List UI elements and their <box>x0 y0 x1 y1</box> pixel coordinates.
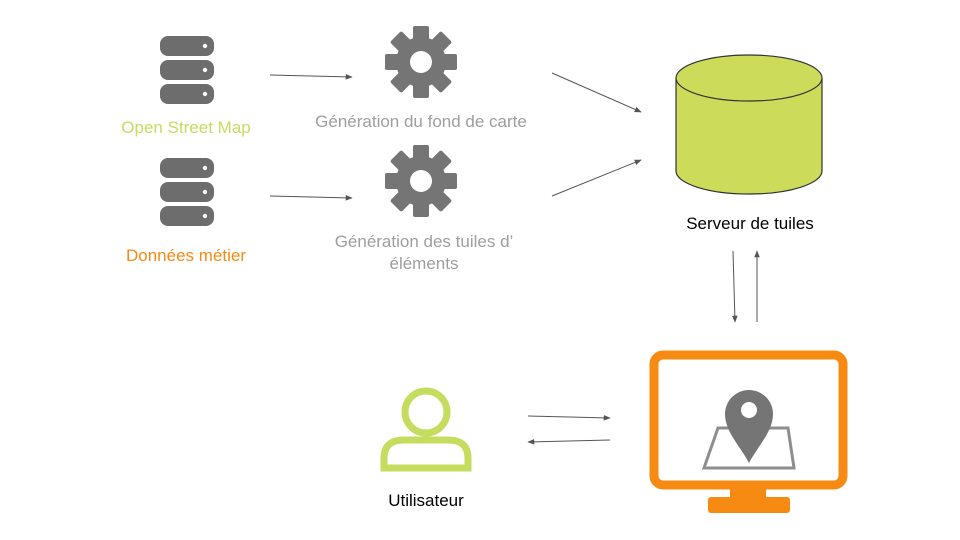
source-label-osm: Open Street Map <box>121 118 251 137</box>
arrow-business-to-tiles <box>269 195 353 201</box>
arrow-monitor-to-user <box>527 439 611 445</box>
arrow-server-to-monitor <box>732 250 738 323</box>
monitor-map-icon <box>649 350 848 513</box>
map-pin-icon <box>701 390 796 470</box>
user-icon <box>380 387 472 472</box>
user-label: Utilisateur <box>388 491 464 510</box>
database-icon-business <box>160 158 214 226</box>
process-label-tiles: Génération des tuiles d’ éléments <box>334 232 514 273</box>
process-label-basemap: Génération du fond de carte <box>315 112 527 131</box>
arrow-tiles-to-server <box>551 159 642 197</box>
gear-icon-tiles <box>385 145 457 217</box>
arrow-osm-to-basemap <box>269 74 353 80</box>
arrow-user-to-monitor <box>527 415 611 421</box>
server-label: Serveur de tuiles <box>686 214 814 233</box>
tile-server-cylinder-icon <box>675 54 823 195</box>
source-label-business: Données métier <box>125 246 246 265</box>
database-icon-osm <box>160 36 214 104</box>
arrow-basemap-to-server <box>551 72 642 113</box>
gear-icon-basemap <box>385 26 457 98</box>
